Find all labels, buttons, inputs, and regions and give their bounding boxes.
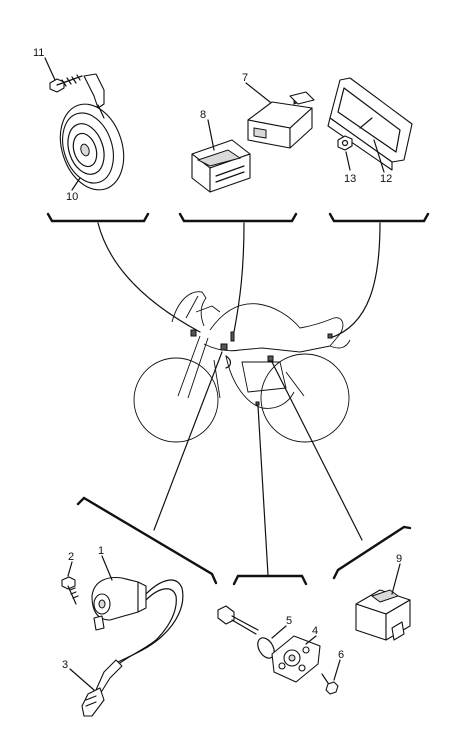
connector-8 <box>191 139 251 193</box>
marker-relay <box>230 331 235 342</box>
bottom-leaders <box>153 351 363 576</box>
top-brackets <box>46 212 430 223</box>
callout-7: 7 <box>242 72 248 84</box>
o-ring-5 <box>257 637 275 659</box>
callout-12: 12 <box>380 173 392 185</box>
marker-coil <box>220 343 228 351</box>
marker-flasher <box>267 355 274 362</box>
callout-3: 3 <box>62 659 68 671</box>
callout-6: 6 <box>338 649 344 661</box>
marker-plate <box>327 333 333 339</box>
callout-5: 5 <box>286 615 292 627</box>
sensor-group <box>217 605 341 695</box>
horn-group <box>44 57 125 191</box>
marker-sensor <box>255 401 260 406</box>
flasher-group <box>355 563 411 641</box>
relay-7 <box>247 91 315 149</box>
callout-8: 8 <box>200 109 206 121</box>
horn-bracket <box>83 73 105 109</box>
relay-group <box>191 82 315 193</box>
bolt-2 <box>61 576 79 605</box>
callout-1: 1 <box>98 545 104 557</box>
callout-13: 13 <box>344 173 356 185</box>
plate-group <box>327 77 413 173</box>
callout-10: 10 <box>66 191 78 203</box>
motorcycle-outline <box>133 291 351 443</box>
nut-13 <box>337 135 353 151</box>
callout-11: 11 <box>33 47 44 59</box>
flasher-9 <box>355 589 411 641</box>
bolt-11 <box>49 74 83 93</box>
ignition-coil-group <box>61 555 184 717</box>
screw-6 <box>321 673 339 695</box>
top-leaders <box>97 222 381 339</box>
plug-cap-3 <box>81 659 123 717</box>
bottom-brackets <box>76 496 412 586</box>
callout-4: 4 <box>312 625 318 637</box>
horn <box>59 103 125 191</box>
sensor-4 <box>271 635 321 683</box>
callout-labels: 11 10 7 8 13 12 1 2 3 4 5 6 9 <box>33 47 402 671</box>
marker-horn <box>190 329 197 337</box>
callout-2: 2 <box>68 551 74 563</box>
callout-9: 9 <box>396 553 402 565</box>
coil-1 <box>91 576 147 631</box>
sensor-connector <box>217 605 235 625</box>
